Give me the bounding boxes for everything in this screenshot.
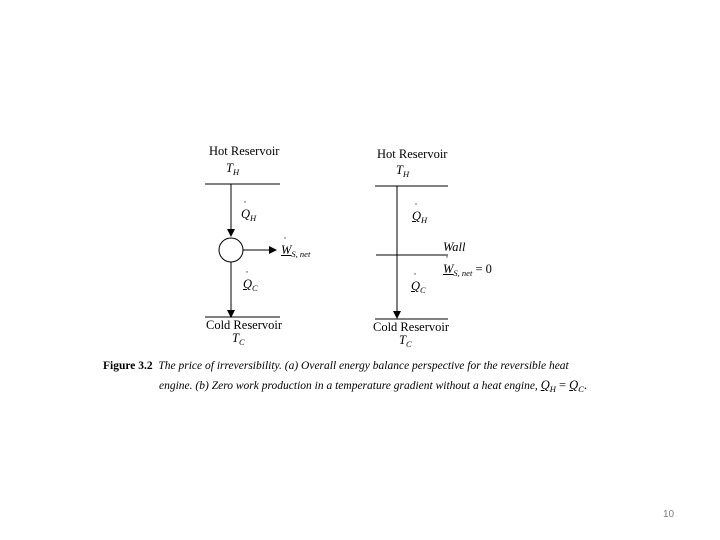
right-heat-in-label: QH <box>412 200 427 225</box>
right-hot-temperature: TH <box>396 163 410 179</box>
left-work-label: WS, net <box>281 234 310 259</box>
figure-caption-line-2: engine. (b) Zero work production in a te… <box>159 378 587 394</box>
caption-equation: QH = QC. <box>540 378 587 394</box>
figure-label: Figure 3.2 <box>103 360 153 372</box>
wall-label: Wall <box>443 240 466 254</box>
left-cold-reservoir-title: Cold Reservoir <box>206 318 283 332</box>
left-heat-in-label: QH <box>241 198 256 223</box>
right-cold-reservoir-title: Cold Reservoir <box>373 320 450 334</box>
left-cold-temperature: TC <box>232 331 245 347</box>
figure-caption-line-1: Figure 3.2 The price of irreversibility.… <box>103 360 569 372</box>
left-hot-reservoir-title: Hot Reservoir <box>209 144 280 158</box>
page-number: 10 <box>663 509 675 520</box>
right-heat-out-label: QC <box>411 270 426 295</box>
right-hot-reservoir-title: Hot Reservoir <box>377 147 448 161</box>
right-cold-temperature: TC <box>399 333 412 349</box>
right-work-label: WS, net = 0 <box>443 253 492 278</box>
left-heat-out-label: QC <box>243 268 258 293</box>
left-hot-temperature: TH <box>226 161 240 177</box>
heat-engine-circle <box>218 237 244 263</box>
